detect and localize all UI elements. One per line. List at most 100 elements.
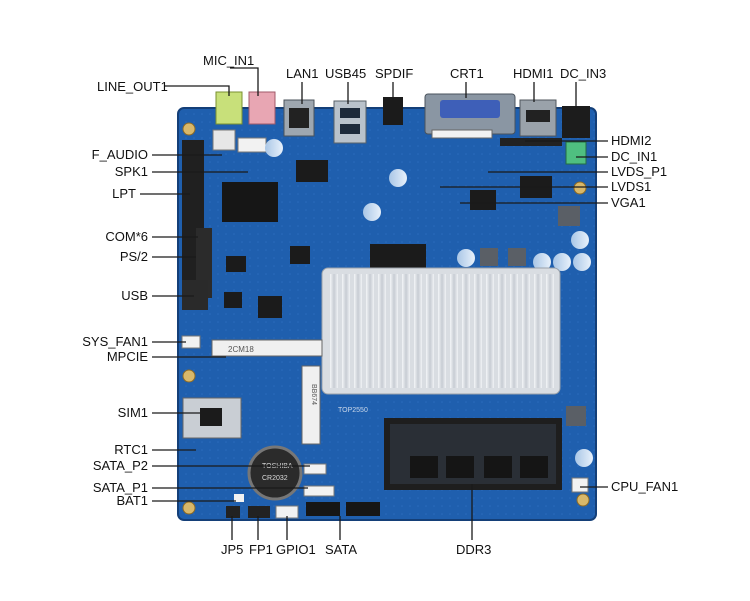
heatsink-fin [534, 274, 542, 388]
label-mic-in1: MIC_IN1 [203, 53, 255, 68]
spdif-port [383, 97, 403, 125]
usb-header [182, 280, 208, 310]
label-hdmi2: HDMI2 [611, 133, 652, 148]
chip [290, 246, 310, 264]
f-audio-header [212, 129, 236, 151]
inductor [480, 248, 498, 266]
mic-in-jack [248, 91, 276, 125]
mount-hole [576, 493, 590, 507]
label-ddr3: DDR3 [456, 542, 492, 557]
usb-port [333, 100, 367, 144]
inductor [508, 248, 526, 266]
label-ps2: PS/2 [119, 249, 148, 264]
hdmi2-header [500, 138, 562, 146]
label-bat1: BAT1 [116, 493, 148, 508]
spk-header [237, 137, 267, 153]
heatsink-fin [486, 274, 494, 388]
label-cpu-fan1: CPU_FAN1 [611, 479, 679, 494]
chip [258, 296, 282, 318]
label-lvds1: LVDS1 [611, 179, 652, 194]
label-rtc1: RTC1 [114, 442, 148, 457]
mpcie-card [301, 365, 321, 445]
capacitor [573, 253, 591, 271]
label-hdmi1: HDMI1 [513, 66, 554, 81]
label-jp5: JP5 [221, 542, 244, 557]
ram-chip [446, 456, 474, 478]
label-spk1: SPK1 [114, 164, 148, 179]
line-out-jack [215, 91, 243, 125]
label-usb45: USB45 [325, 66, 367, 81]
label-f-audio: F_AUDIO [91, 147, 148, 162]
heatsink-fin [426, 274, 434, 388]
heatsink-fin [366, 274, 374, 388]
label-fp1: FP1 [249, 542, 273, 557]
label-dc-in3: DC_IN3 [560, 66, 607, 81]
lvds-header [431, 129, 493, 139]
chip [224, 292, 242, 308]
heatsink-fin [498, 274, 506, 388]
heatsink-fin [522, 274, 530, 388]
slot-mark-2: BB674 [310, 384, 317, 405]
capacitor [265, 139, 283, 157]
label-sata: SATA [325, 542, 358, 557]
jp5-header [226, 506, 240, 518]
rev-text: TOP2550 [338, 407, 368, 414]
mount-hole [182, 369, 196, 383]
heatsink-fin [414, 274, 422, 388]
ram-chip [410, 456, 438, 478]
capacitor [575, 449, 593, 467]
inductor [558, 206, 580, 226]
heatsink-fin [342, 274, 350, 388]
dc-jack [562, 106, 590, 138]
sata-power-2 [303, 463, 327, 475]
rtc-battery [247, 445, 303, 501]
label-vga1: VGA1 [611, 195, 646, 210]
chip [470, 190, 496, 210]
capacitor [457, 249, 475, 267]
mount-hole [573, 181, 587, 195]
label-usb: USB [121, 288, 148, 303]
capacitor [571, 231, 589, 249]
heatsink-fin [546, 274, 554, 388]
super-io-chip [222, 182, 278, 222]
dc-in1-connector [565, 141, 587, 165]
heatsink-fin [462, 274, 470, 388]
sata-port [306, 502, 340, 516]
mpcie-slot [211, 339, 323, 357]
label-lpt: LPT [112, 186, 136, 201]
label-lan1: LAN1 [286, 66, 319, 81]
label-com6: COM*6 [105, 229, 148, 244]
label-lvds-p1: LVDS_P1 [611, 164, 668, 179]
label-crt1: CRT1 [450, 66, 484, 81]
cpu-fan-header [571, 477, 589, 493]
battery-model: CR2032 [262, 475, 288, 482]
label-sata-p1: SATA_P1 [92, 480, 148, 495]
chip [226, 256, 246, 272]
capacitor [363, 203, 381, 221]
inductor [566, 406, 586, 426]
heatsink-fin [474, 274, 482, 388]
fp-header [248, 506, 270, 518]
label-sata-p2: SATA_P2 [92, 458, 148, 473]
mount-hole [182, 501, 196, 515]
leader-lines [140, 67, 608, 540]
label-line-out1: LINE_OUT1 [97, 79, 168, 94]
capacitor [389, 169, 407, 187]
sata-power-1 [303, 485, 335, 497]
ram-chip [520, 456, 548, 478]
heatsink-fin [378, 274, 386, 388]
heatsink-fin [450, 274, 458, 388]
label-mpcie: MPCIE [106, 349, 148, 364]
label-dc-in1: DC_IN1 [611, 149, 658, 164]
heatsink-fin [330, 274, 338, 388]
mount-hole [182, 122, 196, 136]
heatsink-fin [402, 274, 410, 388]
label-gpio1: GPIO1 [276, 542, 316, 557]
heatsink-fin [390, 274, 398, 388]
capacitor [553, 253, 571, 271]
bat-jumper [234, 494, 244, 502]
capacitor [533, 253, 551, 271]
chip [296, 160, 328, 182]
